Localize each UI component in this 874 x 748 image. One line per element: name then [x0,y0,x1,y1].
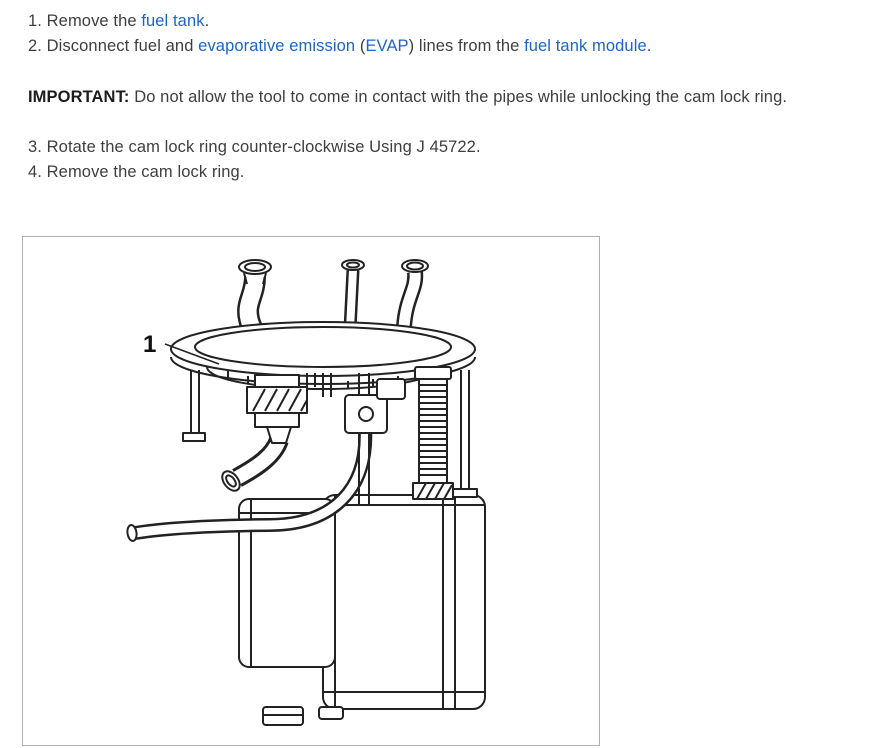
canister [238,498,336,668]
fuel-tank-link[interactable]: fuel tank [141,12,205,30]
step-text: . [646,37,652,55]
pressure-regulator [254,374,300,388]
step-text: . [204,12,210,30]
step-number: 4. [28,163,42,181]
spring-strut [418,378,448,484]
important-note: IMPORTANT: Do not allow the tool to come… [28,88,787,107]
step-text: Disconnect fuel and [46,37,199,55]
step-text: ( [355,37,366,55]
step-text: ) lines from the [408,37,525,55]
important-text: Do not allow the tool to come in contact… [129,88,788,106]
step-1: 1. Remove the fuel tank. [28,12,209,31]
step-text: Remove the cam lock ring. [46,163,245,181]
step-text: Remove the [46,12,142,30]
callout-label: 1 [143,331,156,358]
step-4: 4. Remove the cam lock ring. [28,163,244,182]
step-3: 3. Rotate the cam lock ring counter-cloc… [28,138,481,157]
step-text: Rotate the cam lock ring counter-clockwi… [46,138,481,156]
evap-abbr-link[interactable]: EVAP [365,37,409,55]
step-number: 3. [28,138,42,156]
evap-link[interactable]: evaporative emission [198,37,356,55]
figure-frame: 1 [22,236,600,746]
fuel-tank-module-link[interactable]: fuel tank module [524,37,647,55]
module-body [322,494,486,710]
step-number: 1. [28,12,42,30]
callout-leader [164,343,220,365]
important-label: IMPORTANT: [28,88,130,106]
fuel-module-diagram: 1 [126,259,486,726]
step-number: 2. [28,37,42,55]
step-2: 2. Disconnect fuel and evaporative emiss… [28,37,651,56]
